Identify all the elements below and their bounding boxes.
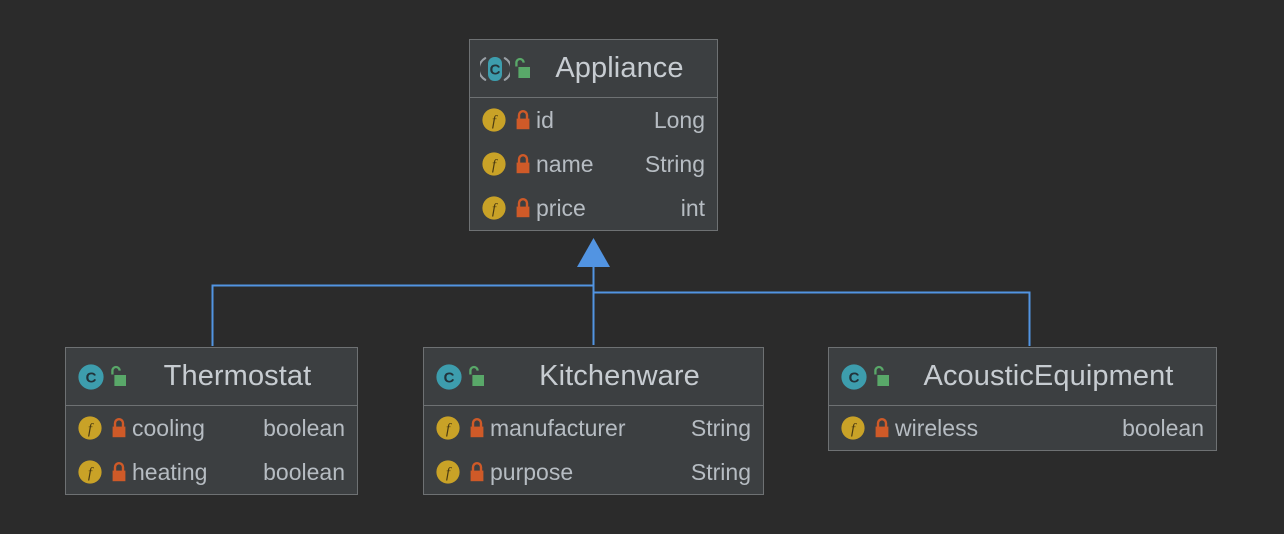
field-type: boolean [263,458,345,485]
class-header: C AcousticEquipment [829,348,1216,406]
uml-class-appliance[interactable]: C Appliance f [469,39,718,231]
public-unlocked-icon [108,364,128,390]
private-locked-icon [514,151,532,177]
private-locked-icon [514,107,532,133]
private-locked-icon [468,459,486,485]
uml-class-kitchenware[interactable]: C Kitchenware f [423,347,764,495]
class-name: Thermostat [163,360,312,392]
class-icon: C [434,362,464,392]
private-locked-icon [110,415,128,441]
svg-text:f: f [492,202,498,218]
private-locked-icon [468,415,486,441]
edge-acousticequipment [593,291,1031,346]
svg-text:C: C [849,369,860,386]
svg-text:f: f [492,114,498,130]
field-icon: f [480,194,508,222]
svg-text:f: f [88,466,94,482]
class-name: Appliance [555,52,684,84]
class-fields: f wireless boolean [829,406,1216,450]
field-name: name [536,150,594,177]
field-icon: f [839,414,867,442]
field-name: purpose [490,458,574,485]
class-icon: C [839,362,869,392]
field-name: manufacturer [490,414,626,441]
field-icon: f [480,106,508,134]
field-icon: f [76,414,104,442]
field-icon: f [434,458,462,486]
svg-text:C: C [490,61,501,78]
class-header: C Thermostat [66,348,357,406]
public-unlocked-icon [871,364,891,390]
class-header: C Kitchenware [424,348,763,406]
public-unlocked-icon [466,364,486,390]
class-name: AcousticEquipment [923,360,1174,392]
field-icon: f [434,414,462,442]
class-fields: f id Long f [470,98,717,230]
field-row[interactable]: f heating boolean [66,450,357,494]
svg-text:f: f [851,422,857,438]
field-name: price [536,194,586,221]
field-name: heating [132,458,208,485]
private-locked-icon [514,195,532,221]
class-fields: f manufacturer String f [424,406,763,494]
public-unlocked-icon [512,56,532,82]
field-type: int [680,194,705,221]
field-type: boolean [1122,414,1204,441]
uml-class-acousticequipment[interactable]: C AcousticEquipment f [828,347,1217,451]
svg-text:f: f [88,422,94,438]
field-name: id [536,106,554,133]
field-row[interactable]: f purpose String [424,450,763,494]
field-type: boolean [263,414,345,441]
field-row[interactable]: f name String [470,142,717,186]
svg-text:f: f [492,158,498,174]
field-row[interactable]: f cooling boolean [66,406,357,450]
field-icon: f [76,458,104,486]
class-header: C Appliance [470,40,717,98]
field-type: String [690,458,751,485]
field-type: String [644,150,705,177]
edge-thermostat [211,284,594,346]
field-name: wireless [895,414,979,441]
field-row[interactable]: f manufacturer String [424,406,763,450]
field-row[interactable]: f price int [470,186,717,230]
svg-text:C: C [444,369,455,386]
class-icon: C [76,362,106,392]
uml-class-thermostat[interactable]: C Thermostat f [65,347,358,495]
field-type: Long [653,106,705,133]
svg-text:f: f [446,422,452,438]
class-fields: f cooling boolean f [66,406,357,494]
field-icon: f [480,150,508,178]
generalization-arrowhead [577,238,610,267]
field-type: String [690,414,751,441]
abstract-class-icon: C [480,54,510,84]
field-name: cooling [132,414,205,441]
field-row[interactable]: f id Long [470,98,717,142]
field-row[interactable]: f wireless boolean [829,406,1216,450]
svg-text:C: C [86,369,97,386]
private-locked-icon [110,459,128,485]
svg-text:f: f [446,466,452,482]
class-name: Kitchenware [539,360,700,392]
private-locked-icon [873,415,891,441]
